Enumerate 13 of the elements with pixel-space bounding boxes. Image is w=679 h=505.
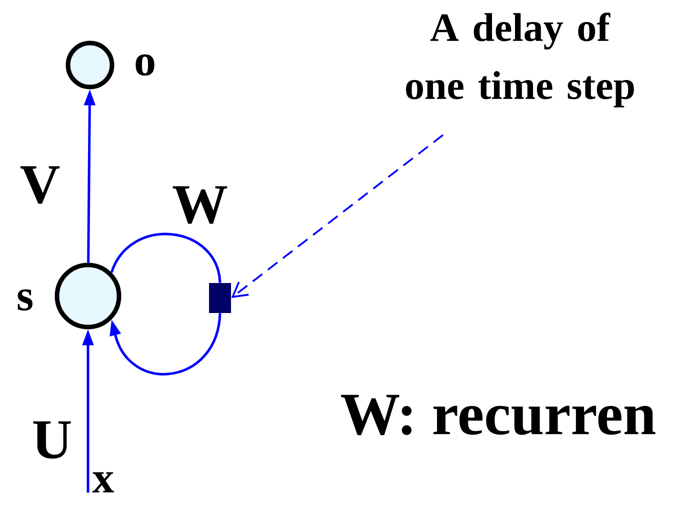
node-label: s (18, 289, 32, 311)
neuron-circle (66, 40, 114, 90)
edge-label: W (171, 185, 229, 225)
neuron-circle (54, 262, 122, 330)
annotation-text: A delay of one time step (406, 12, 634, 108)
text-label: W: recurren (341, 394, 656, 436)
arrow (231, 134, 444, 298)
node-label: o (136, 54, 154, 76)
arrow (110, 313, 222, 376)
delay-square (209, 283, 231, 313)
edge-label: U (30, 420, 74, 460)
input-label: x (92, 472, 114, 492)
edge-label: V (18, 165, 62, 205)
